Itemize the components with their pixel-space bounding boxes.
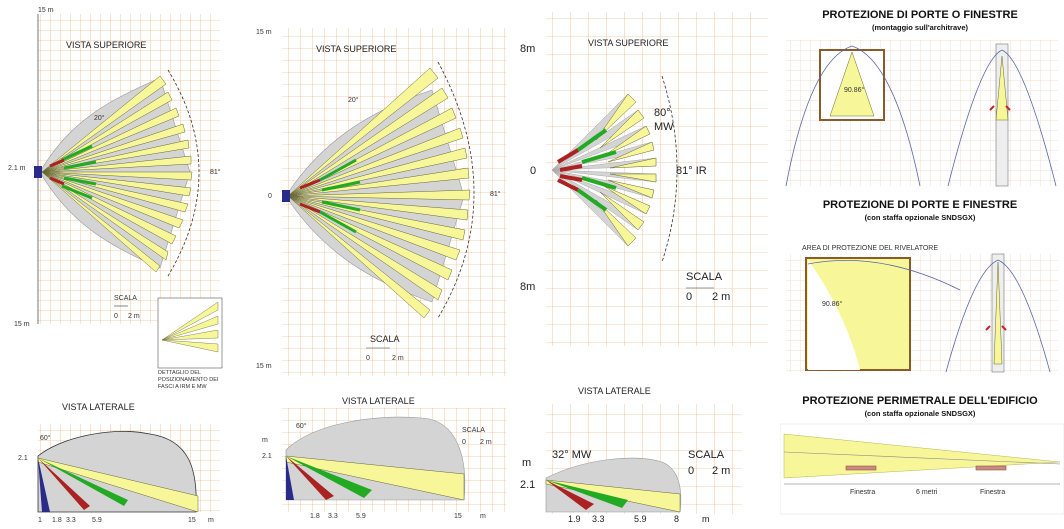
side-mw: 32° MW (552, 449, 592, 461)
side-view-title: VISTA LATERALE (578, 386, 651, 396)
section-2-subtitle: (con staffa opzionale SNDSGX) (865, 213, 976, 222)
ir-beams (49, 158, 65, 186)
sensor-icon (34, 166, 42, 178)
scale-label: SCALA (114, 295, 137, 302)
mw-beams (61, 144, 97, 200)
section-1-title: PROTEZIONE DI PORTE O FINESTRE (822, 9, 1018, 21)
y-bottom-label: 15 m (14, 321, 30, 328)
side-scale-0: 0 (462, 439, 466, 446)
panel-4: PROTEZIONE DI PORTE O FINESTRE (montaggi… (779, 0, 1064, 524)
angle-1: 90.86° (844, 86, 865, 94)
scale-0: 0 (114, 313, 118, 320)
angle-small-label: 20° (348, 96, 359, 104)
side-scale-2: 2 m (712, 465, 730, 477)
side-view-title: VISTA LATERALE (62, 402, 135, 412)
angle-big-label: 81° (490, 190, 501, 198)
angle-2: 90.86° (822, 300, 843, 308)
section-2-title: PROTEZIONE DI PORTE E FINESTRE (823, 199, 1017, 211)
sensor-icon (282, 190, 290, 202)
scale-0: 0 (366, 355, 370, 362)
window-2-label: Finestra (980, 489, 1005, 496)
scale-label: SCALA (370, 334, 400, 344)
angle-arc (661, 75, 678, 263)
side-tick-3: 5.9 (634, 514, 647, 524)
side-unit: m (480, 513, 486, 520)
angle-ir: 81° IR (676, 165, 707, 177)
top-view-title: VISTA SUPERIORE (588, 38, 668, 48)
area-label: AREA DI PROTEZIONE DEL RIVELATORE (802, 245, 938, 252)
panel-2-diagram: 15 m 0 15 m VISTA SUPERIORE 20° 81° SCAL… (256, 28, 506, 520)
side-height: 2.1 (520, 479, 535, 491)
mw-label: MW (654, 121, 674, 133)
y-bottom-label: 15 m (256, 363, 272, 370)
side-tick-2: 3.3 (592, 514, 605, 524)
side-m: m (262, 437, 268, 444)
angle-small-label: 20° (94, 114, 105, 122)
window-1-label: Finestra (850, 489, 875, 496)
side-unit: m (208, 517, 214, 524)
side-scale-2: 2 m (480, 439, 492, 446)
side-view-title: VISTA LATERALE (342, 396, 415, 406)
scale-0: 0 (686, 291, 692, 303)
y-top-label: 15 m (256, 29, 272, 36)
y-top-label: 8m (520, 43, 535, 55)
side-tick-4: 5.9 (92, 517, 102, 524)
angle-mw: 80° (654, 107, 671, 119)
side-tick-1: 1.8 (310, 513, 320, 520)
side-scale-label: SCALA (688, 449, 725, 461)
scale-2: 2 m (128, 313, 140, 320)
mw-beams (576, 128, 617, 212)
side-height: 2.1 (18, 455, 28, 462)
ir-beams (299, 178, 321, 214)
sensor-height-label: 2.1 m (8, 165, 26, 172)
top-view-title: VISTA SUPERIORE (316, 44, 396, 54)
detail-note: DETTAGLIO DEL POSIZIONAMENTO DEI FASCI A… (158, 370, 219, 390)
panel-1: 15 m 15 m 2.1 m VISTA SUPERIORE 20° 81° … (0, 0, 230, 524)
side-tick-2: 1.8 (52, 517, 62, 524)
angle-arc (437, 61, 475, 319)
side-m: m (522, 457, 531, 469)
section-1-subtitle: (montaggio sull'architrave) (872, 23, 968, 32)
side-tick-1: 1.9 (568, 514, 581, 524)
side-unit: m (702, 514, 710, 524)
panel-3-diagram: 8m 0 8m VISTA SUPERIORE 8 (520, 12, 768, 524)
scale-2: 2 m (712, 291, 730, 303)
side-tick-4: 8 (674, 514, 679, 524)
angle-big-label: 81° (210, 168, 221, 176)
distance-label: 6 metri (916, 489, 938, 496)
ir-beams (556, 148, 583, 192)
section-3-title: PROTEZIONE PERIMETRALE DELL'EDIFICIO (802, 395, 1038, 407)
mw-beams (319, 158, 361, 234)
side-scale-0: 0 (688, 465, 694, 477)
side-tick-1: 1 (38, 517, 42, 524)
side-angle: 60° (296, 422, 307, 430)
side-angle: 60° (40, 434, 51, 442)
panel-4-diagram: PROTEZIONE DI PORTE O FINESTRE (montaggi… (779, 9, 1064, 515)
side-tick-3: 3.3 (66, 517, 76, 524)
side-tick-2: 3.3 (328, 513, 338, 520)
scale-2: 2 m (392, 355, 404, 362)
side-height: 2.1 (262, 453, 272, 460)
panel-1-diagram: 15 m 15 m 2.1 m VISTA SUPERIORE 20° 81° … (8, 7, 223, 524)
panel-3: 8m 0 8m VISTA SUPERIORE 8 (516, 0, 774, 524)
side-tick-4: 15 (454, 513, 462, 520)
side-tick-5: 15 (188, 517, 196, 524)
section-3-subtitle: (con staffa opzionale SNDSGX) (865, 409, 976, 418)
scale-label: SCALA (686, 271, 723, 283)
y-bottom-label: 8m (520, 281, 535, 293)
door-coverage-1 (829, 51, 875, 117)
top-view-title: VISTA SUPERIORE (66, 40, 146, 50)
side-tick-3: 5.9 (356, 513, 366, 520)
side-scale-label: SCALA (462, 427, 485, 434)
y-zero-label: 0 (268, 193, 272, 200)
y-zero-label: 0 (530, 165, 536, 177)
panel-2: 15 m 0 15 m VISTA SUPERIORE 20° 81° SCAL… (252, 0, 510, 524)
y-top-label: 15 m (38, 7, 54, 14)
